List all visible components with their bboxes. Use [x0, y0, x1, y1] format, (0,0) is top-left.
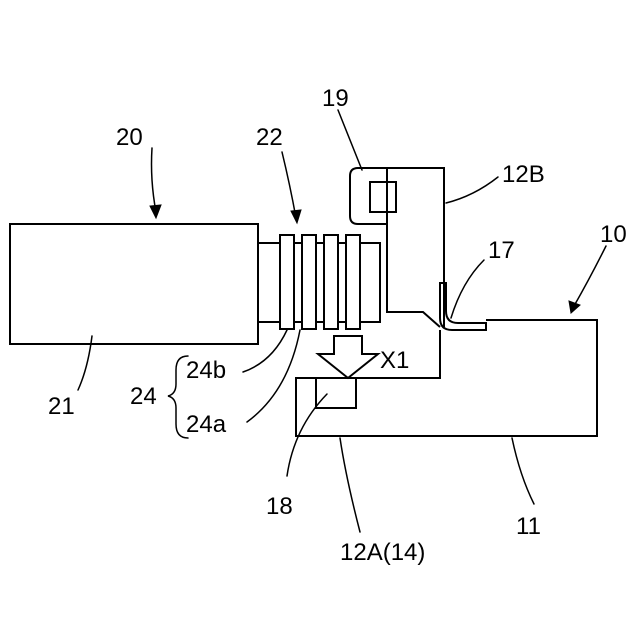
brace-24 [168, 356, 188, 438]
label-24a: 24a [186, 411, 227, 438]
label-X1: X1 [380, 347, 409, 374]
label-21: 21 [48, 393, 75, 420]
component-21-body [10, 224, 258, 344]
label-12A: 12A(14) [340, 539, 425, 566]
ring-24a [280, 235, 294, 329]
label-19: 19 [322, 85, 349, 112]
latch-19 [350, 168, 387, 224]
label-20: 20 [116, 124, 143, 151]
component-22-shaft [258, 243, 380, 322]
label-24b: 24b [186, 357, 226, 384]
connector-12B [350, 168, 486, 330]
label-18: 18 [266, 493, 293, 520]
arrow-X1 [318, 336, 378, 378]
ring-24d [346, 235, 360, 329]
ring-24b [302, 235, 316, 329]
label-22: 22 [256, 124, 283, 151]
latch-19-window [370, 182, 396, 212]
label-10: 10 [600, 221, 627, 248]
label-24: 24 [130, 383, 157, 410]
rings-24 [280, 235, 360, 329]
ring-24c [324, 235, 338, 329]
label-11: 11 [516, 513, 541, 540]
recess-18 [316, 378, 356, 408]
label-17: 17 [488, 237, 515, 264]
label-12B: 12B [502, 161, 545, 188]
